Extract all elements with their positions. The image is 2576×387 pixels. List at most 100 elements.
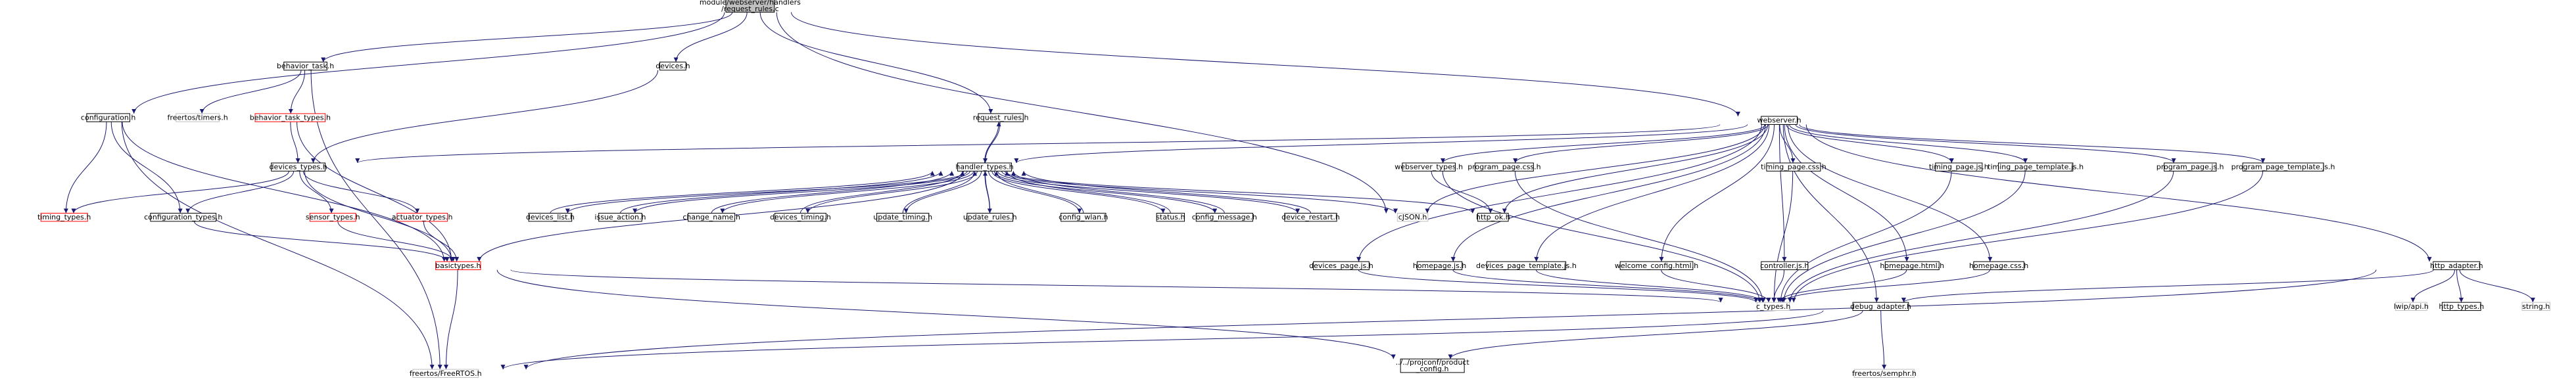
dependency-edge — [423, 221, 460, 262]
dependency-edge — [776, 12, 1389, 214]
dependency-edge — [1771, 269, 1785, 303]
node-box — [1195, 212, 1253, 222]
node-box — [254, 113, 326, 122]
graph-node-program-page-js[interactable]: program_page.js.h — [2157, 162, 2224, 171]
node-box — [876, 212, 930, 222]
graph-node-program-page-css[interactable]: program_page.css.h — [1467, 162, 1541, 171]
node-box — [396, 212, 448, 222]
graph-node-configuration-types[interactable]: configuration_types.h — [144, 212, 222, 222]
node-label: /request_rules.c — [721, 5, 779, 13]
node-box — [1619, 261, 1694, 271]
node-label: string.h — [2522, 302, 2550, 311]
graph-node-request-rules-h[interactable]: request_rules.h — [973, 113, 1029, 122]
graph-node-devices-h[interactable]: devices.h — [656, 61, 690, 71]
graph-node-program-page-template[interactable]: program_page_template.js.h — [2231, 162, 2335, 171]
node-label: _config.h — [1416, 365, 1449, 373]
graph-node-timing-page-css[interactable]: timing_page.css.h — [1761, 162, 1826, 171]
dependency-edge — [983, 171, 991, 214]
graph-node-update-rules[interactable]: update_rules.h — [963, 212, 1017, 222]
graph-node-devices-timing[interactable]: devices_timing.h — [770, 212, 831, 222]
node-label: handler_types.h — [955, 163, 1013, 171]
dependency-edge — [1799, 124, 2266, 164]
node-box — [1757, 302, 1790, 311]
graph-node-behavior-task[interactable]: behavior_task.h — [277, 61, 334, 71]
dependency-edge — [1001, 171, 1398, 214]
node-label: devices.h — [656, 62, 690, 70]
graph-node-webserver-types[interactable]: webserver_types.h — [1395, 162, 1463, 171]
graph-node-timing-page-template[interactable]: timing_page_template.js.h — [1988, 162, 2084, 171]
node-label: actuator_types.h — [392, 213, 453, 221]
graph-node-http-ok[interactable]: http_ok.h — [1476, 212, 1510, 222]
dependency-edge — [1777, 269, 1907, 303]
node-label: cJSON.h — [1398, 213, 1427, 221]
graph-node-config-message[interactable]: config_message.h — [1192, 212, 1257, 222]
node-label: freertos/FreeRTOS.h — [410, 369, 482, 378]
node-box — [1884, 261, 1940, 271]
graph-node-sensor-types[interactable]: sensor_types.h — [306, 212, 360, 222]
graph-node-welcome-config[interactable]: welcome_config.html.h — [1615, 261, 1698, 271]
graph-node-handler-types[interactable]: handler_types.h — [955, 162, 1014, 171]
graph-node-freertos-freertos: freertos/FreeRTOS.h — [410, 369, 482, 378]
node-label: program_page.css.h — [1467, 163, 1540, 171]
graph-node-homepage-css[interactable]: homepage.css.h — [1969, 261, 2028, 271]
dependency-edge — [1791, 171, 2264, 303]
graph-node-status-h[interactable]: status.h — [1156, 212, 1185, 222]
node-label: basictypes.h — [435, 262, 481, 270]
graph-node-controller-js[interactable]: controller.js.h — [1760, 261, 1809, 271]
graph-node-timing-page-js[interactable]: timing_page.js.h — [1929, 162, 1989, 171]
graph-node-configuration-h[interactable]: configuration.h — [81, 113, 135, 122]
graph-node-config-wlan[interactable]: config_wlan.h — [1059, 212, 1109, 222]
dependency-edge — [71, 171, 289, 214]
node-label: homepage.css.h — [1969, 262, 2028, 270]
graph-node-projconf[interactable]: ../../projconf/product_config.h — [1396, 358, 1470, 373]
node-box — [2433, 261, 2481, 271]
dependency-edge — [290, 122, 300, 164]
graph-node-issue-action[interactable]: issue_action.h — [594, 212, 646, 222]
node-box — [2164, 162, 2217, 171]
dependency-edge — [983, 122, 1001, 164]
node-box — [2521, 302, 2550, 311]
graph-node-http-adapter[interactable]: http_adapter.h — [2430, 261, 2483, 271]
graph-node-behavior-task-types[interactable]: behavior_task_types.h — [250, 113, 331, 122]
dependency-edge — [1880, 310, 1887, 370]
graph-node-devices-list[interactable]: devices_list.h — [526, 212, 575, 222]
node-label: program_page.js.h — [2157, 163, 2224, 171]
graph-node-change-name[interactable]: change_name.h — [682, 212, 740, 222]
node-box — [40, 212, 88, 222]
graph-node-device-restart[interactable]: device_restart.h — [1281, 212, 1340, 222]
dependency-edge — [1356, 124, 1762, 262]
dependency-edge — [799, 171, 965, 214]
dependency-edge — [110, 122, 183, 214]
node-box — [1973, 261, 2024, 271]
graph-node-http-types[interactable]: http_types.h — [2439, 302, 2484, 311]
node-label: change_name.h — [682, 213, 740, 221]
graph-node-devices-page-js[interactable]: devices_page.js.h — [1309, 261, 1373, 271]
graph-node-devices-types[interactable]: devices_types.h — [270, 162, 327, 171]
node-label: config_message.h — [1192, 213, 1257, 221]
node-label: issue_action.h — [594, 213, 646, 221]
node-box — [688, 212, 736, 222]
graph-node-devices-page-template[interactable]: devices_page_template.js.h — [1476, 261, 1577, 271]
dependency-edge — [131, 12, 725, 114]
graph-node-timing-types[interactable]: timing_types.h — [37, 212, 91, 222]
dependency-edge — [1661, 269, 1771, 303]
graph-node-root[interactable]: module/webserver/handlers/request_rules.… — [700, 0, 801, 13]
node-box — [150, 212, 217, 222]
graph-node-debug-adapter[interactable]: debug_adapter.h — [1850, 302, 1911, 311]
dependency-edge — [1442, 171, 1762, 303]
dependency-edge — [1450, 124, 1766, 262]
graph-node-update-timing[interactable]: update_timing.h — [873, 212, 932, 222]
dependency-edge — [304, 171, 454, 262]
dependency-edge — [550, 171, 935, 214]
graph-node-homepage-html[interactable]: homepage.html.h — [1880, 261, 1944, 271]
graph-node-homepage-js[interactable]: homepage.js.h — [1413, 261, 1466, 271]
graph-node-actuator-types[interactable]: actuator_types.h — [392, 212, 453, 222]
node-box — [1935, 162, 1983, 171]
graph-node-basictypes[interactable]: basictypes.h — [435, 261, 481, 271]
node-box — [1284, 212, 1337, 222]
node-box — [1761, 261, 1809, 271]
graph-node-webserver-h[interactable]: webserver.h — [1757, 116, 1801, 125]
graph-node-string-h: string.h — [2521, 302, 2550, 311]
dependency-edge — [121, 122, 435, 370]
